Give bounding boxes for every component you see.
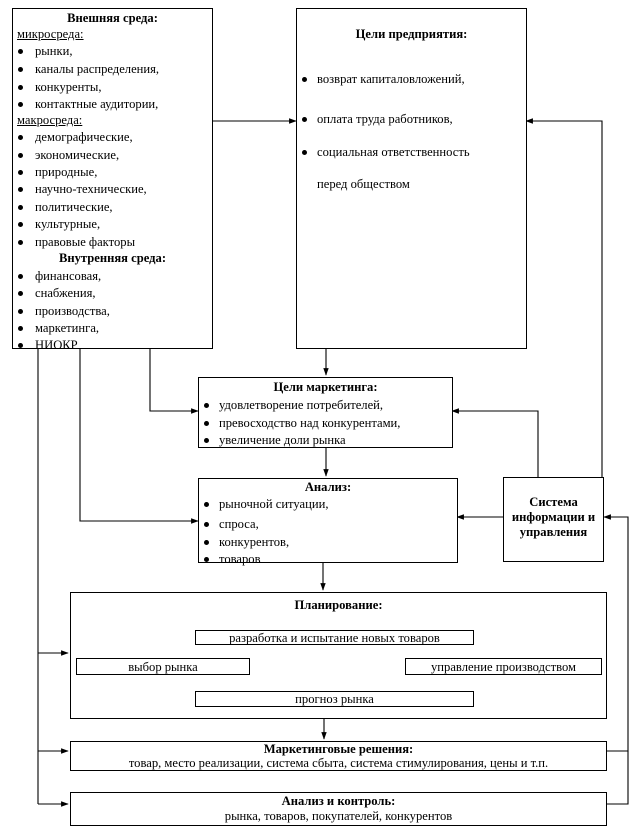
bullet xyxy=(204,421,209,426)
bullet xyxy=(18,49,23,54)
info-system-line: Система xyxy=(529,495,578,509)
feedback-line-right xyxy=(603,514,629,752)
marketing-goals-box: Цели маркетинга: удовлетворение потребит… xyxy=(198,377,453,448)
arrow-external-to-analysis xyxy=(79,348,199,524)
enterprise-goals-box: Цели предприятия: возврат капиталовложен… xyxy=(296,8,527,349)
marketing-goals-title: Цели маркетинга: xyxy=(273,380,378,394)
analysis-control-subtitle: рынка, товаров, покупателей, конкурентов xyxy=(224,809,453,823)
info-system-line: информации и xyxy=(511,510,596,524)
analysis-box: Анализ: рыночной ситуации, спроса, конку… xyxy=(198,478,458,566)
bullet xyxy=(18,222,23,227)
info-system-line: управления xyxy=(519,525,588,539)
feedback-line-control xyxy=(606,751,629,805)
analysis-item: конкурентов, xyxy=(219,535,290,549)
micro-env-label: микросреда: xyxy=(17,27,84,41)
arrow-info-to-marketing xyxy=(451,408,539,477)
bullet xyxy=(18,343,23,348)
bullet xyxy=(18,205,23,210)
bullet xyxy=(204,540,209,545)
bullet xyxy=(18,274,23,279)
macro-env-label: макросреда: xyxy=(17,113,83,127)
marketing-decisions-title: Маркетинговые решения: xyxy=(263,742,414,756)
bullet xyxy=(204,557,209,562)
environment-box: Внешняя среда: микросреда: рынки, каналы… xyxy=(12,8,213,352)
marketing-goal-item: удовлетворение потребителей, xyxy=(219,398,384,412)
marketing-decisions-subtitle: товар, место реализации, система сбыта, … xyxy=(128,756,549,770)
bullet xyxy=(302,77,307,82)
internal-item: снабжения, xyxy=(35,286,96,300)
market-choice-label: выбор рынка xyxy=(128,660,198,674)
bullet xyxy=(18,153,23,158)
market-forecast-label: прогноз рынка xyxy=(295,692,374,706)
bullet xyxy=(204,502,209,507)
enterprise-goals-title: Цели предприятия: xyxy=(355,27,468,41)
bullet xyxy=(18,309,23,314)
internal-item: НИОКР xyxy=(35,338,78,352)
arrow-info-to-enterprise xyxy=(525,118,603,477)
enterprise-goal-continuation: перед обществом xyxy=(317,177,410,191)
analysis-control-box: Анализ и контроль: рынка, товаров, покуп… xyxy=(70,792,607,826)
internal-item: финансовая, xyxy=(35,269,102,283)
enterprise-goal-item: оплата труда работников, xyxy=(317,112,453,126)
analysis-title: Анализ: xyxy=(304,480,352,494)
new-products-box: разработка и испытание новых товаров xyxy=(195,630,474,645)
analysis-item: рыночной ситуации, xyxy=(219,497,329,511)
bullet xyxy=(18,135,23,140)
planning-title: Планирование: xyxy=(294,598,383,612)
bullet xyxy=(18,102,23,107)
micro-item: контактные аудитории, xyxy=(35,97,159,111)
bullet xyxy=(18,67,23,72)
marketing-goal-item: увеличение доли рынка xyxy=(219,433,346,447)
macro-item: правовые факторы xyxy=(35,235,136,249)
arrow-external-to-marketing xyxy=(149,348,199,414)
market-forecast-box: прогноз рынка xyxy=(195,691,474,707)
bullet xyxy=(204,403,209,408)
bullet xyxy=(18,187,23,192)
enterprise-goal-item: социальная ответственность xyxy=(317,145,470,159)
macro-item: научно-технические, xyxy=(35,182,147,196)
micro-item: рынки, xyxy=(35,44,73,58)
bullet xyxy=(204,522,209,527)
bullet xyxy=(18,170,23,175)
analysis-item: спроса, xyxy=(219,517,259,531)
macro-item: политические, xyxy=(35,200,113,214)
internal-item: маркетинга, xyxy=(35,321,100,335)
bullet xyxy=(18,291,23,296)
enterprise-goal-item: возврат капиталовложений, xyxy=(317,72,465,86)
marketing-decisions-box: Маркетинговые решения: товар, место реал… xyxy=(70,741,607,771)
bullet xyxy=(18,326,23,331)
bullet xyxy=(18,85,23,90)
production-mgmt-box: управление производством xyxy=(405,658,602,675)
new-products-label: разработка и испытание новых товаров xyxy=(229,631,440,645)
analysis-control-title: Анализ и контроль: xyxy=(281,794,396,808)
macro-item: природные, xyxy=(35,165,98,179)
analysis-item: товаров xyxy=(219,552,261,566)
marketing-goal-item: превосходство над конкурентами, xyxy=(219,416,401,430)
micro-item: конкуренты, xyxy=(35,80,102,94)
external-env-title: Внешняя среда: xyxy=(67,11,158,25)
production-mgmt-label: управление производством xyxy=(430,660,577,674)
macro-item: демографические, xyxy=(35,130,133,144)
bullet xyxy=(302,117,307,122)
macro-item: экономические, xyxy=(35,148,120,162)
bullet xyxy=(18,240,23,245)
bullet xyxy=(302,150,307,155)
macro-item: культурные, xyxy=(35,217,101,231)
internal-env-title: Внутренняя среда: xyxy=(58,251,167,265)
micro-item: каналы распределения, xyxy=(35,62,160,76)
internal-item: производства, xyxy=(35,304,110,318)
bullet xyxy=(204,438,209,443)
market-choice-box: выбор рынка xyxy=(76,658,250,675)
info-system-box: Система информации и управления xyxy=(503,477,604,562)
